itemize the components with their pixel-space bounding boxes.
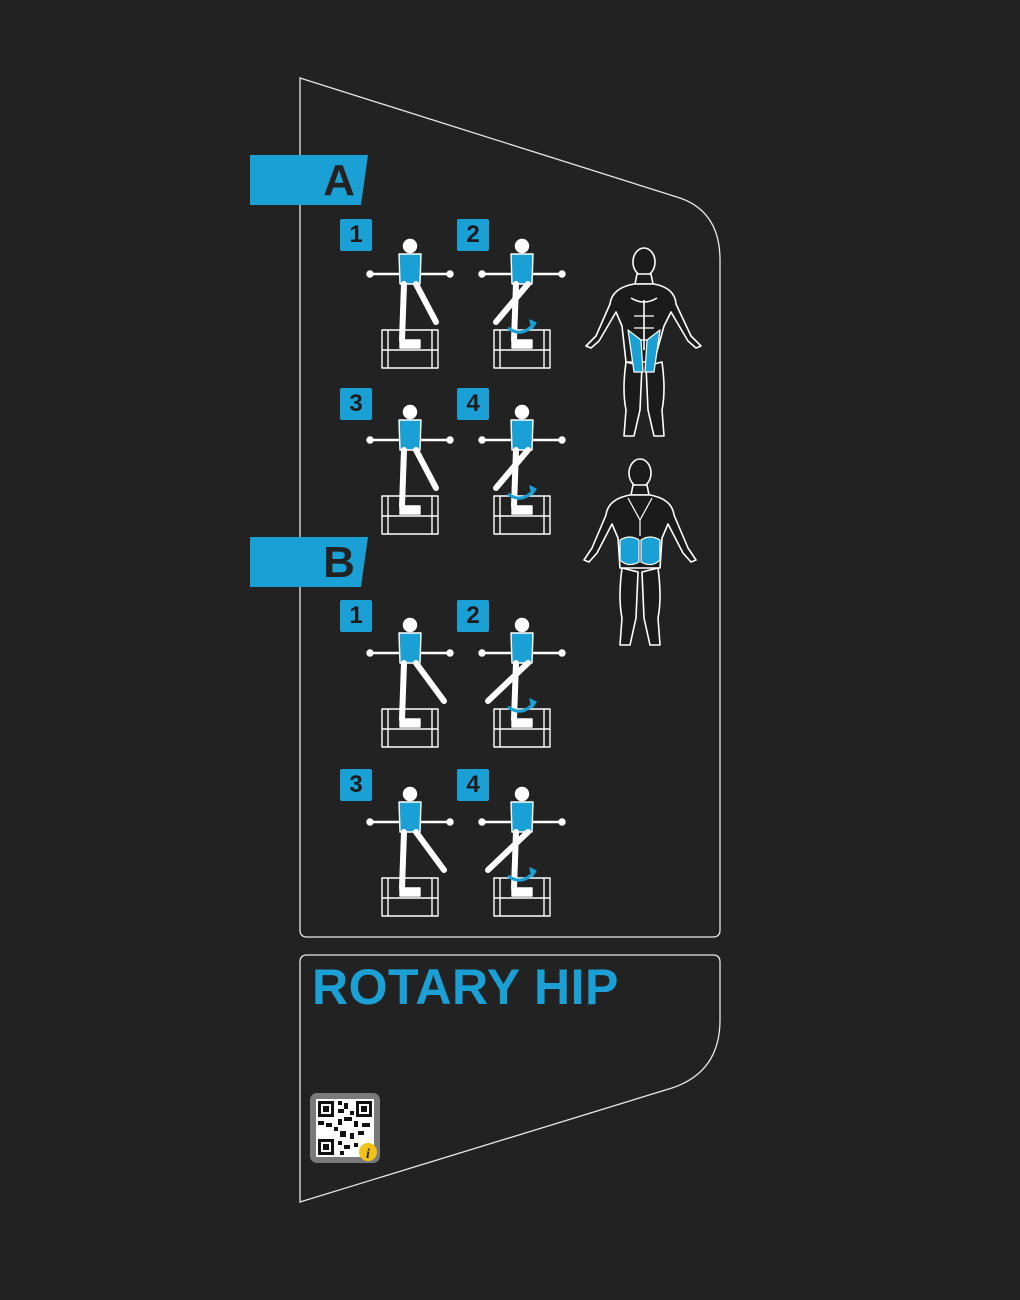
info-icon: i <box>366 1147 370 1162</box>
lower-panel-outline <box>299 954 721 1203</box>
section-a-step-1-figure <box>366 238 454 369</box>
section-b-step-2-badge: 2 <box>457 600 489 632</box>
section-a-step-2-badge: 2 <box>457 219 489 251</box>
section-b-label: B <box>323 538 355 587</box>
section-a-label: A <box>323 156 355 205</box>
muscle-chart-front-icon <box>585 247 702 437</box>
section-b-step-4-badge: 4 <box>457 769 489 801</box>
machine-title: ROTARY HIP <box>312 959 619 1015</box>
section-a-step-2-figure <box>478 238 566 369</box>
section-a-step-3-badge: 3 <box>340 388 372 420</box>
section-b-step-3-badge: 3 <box>340 769 372 801</box>
section-a-step-4-badge: 4 <box>457 388 489 420</box>
section-a-step-3-figure <box>366 404 454 535</box>
upper-panel-outline <box>299 77 721 938</box>
qr-code-icon: i <box>316 1099 377 1162</box>
section-b-step-4-figure <box>478 786 566 917</box>
section-b-step-1-figure <box>366 617 454 748</box>
qr-code-tile[interactable]: i <box>310 1093 380 1163</box>
section-b-step-1-badge: 1 <box>340 600 372 632</box>
section-a-tab <box>250 155 368 205</box>
section-a-step-4-figure <box>478 404 566 535</box>
section-b-tab <box>250 537 368 587</box>
muscle-chart-back-icon <box>583 458 697 646</box>
section-b-step-2-figure <box>478 617 566 748</box>
section-a-step-1-badge: 1 <box>340 219 372 251</box>
section-b-step-3-figure <box>366 786 454 917</box>
